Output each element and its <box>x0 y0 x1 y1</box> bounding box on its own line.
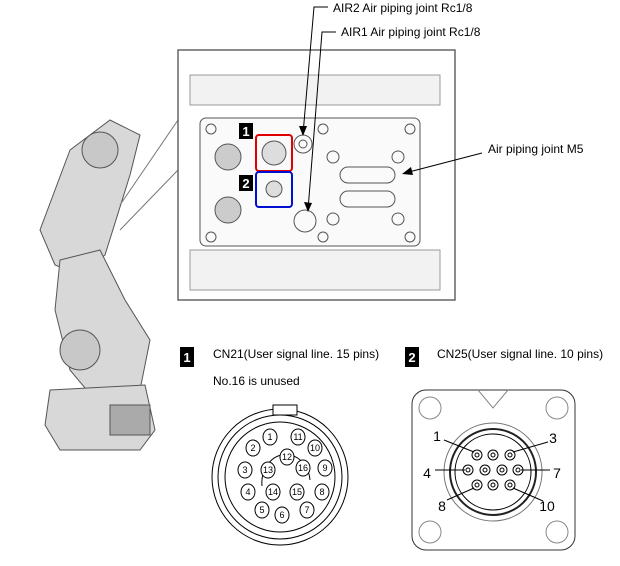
cn21-pin-number: 16 <box>298 463 308 473</box>
cn21-pin-number: 1 <box>267 432 272 442</box>
cn25-pin <box>490 482 496 488</box>
cn21-pin-number: 12 <box>282 452 292 462</box>
cn21-pin: 8 <box>314 483 330 501</box>
air1-callout-label: AIR1 Air piping joint Rc1/8 <box>341 25 481 39</box>
cn21-title: CN21(User signal line. 15 pins) <box>213 347 379 361</box>
cn25-pin-label-10: 10 <box>539 498 555 514</box>
cn25-pin-label-4: 4 <box>423 465 431 481</box>
cn21-pin: 13 <box>260 461 276 479</box>
cn21-pin: 4 <box>240 483 256 501</box>
cn25-pin <box>474 482 480 488</box>
svg-text:2: 2 <box>242 176 249 191</box>
cn21-pin: 14 <box>265 483 281 501</box>
cn21-pin-number: 5 <box>259 505 264 515</box>
svg-text:1: 1 <box>183 350 190 365</box>
cn21-pin: 5 <box>254 501 270 519</box>
cn21-pin: 9 <box>317 459 333 477</box>
cn21-pin: 3 <box>237 461 253 479</box>
robot-arm-illustration <box>39 119 156 451</box>
cn21-pin-number: 10 <box>310 443 320 453</box>
cn21-pin-number: 11 <box>293 432 302 442</box>
cn21-pin-number: 7 <box>304 505 309 515</box>
cn21-pin: 6 <box>274 506 290 524</box>
cn21-pin: 12 <box>279 448 295 466</box>
cn21-pin-number: 9 <box>322 463 327 473</box>
cn21-pin-number: 14 <box>268 487 278 497</box>
cn25-pin <box>482 467 488 473</box>
cn25-pin <box>474 452 480 458</box>
cn25-pin-label-1: 1 <box>433 428 441 444</box>
cn21-pin-number: 13 <box>263 465 273 475</box>
connector-panel-view: 1 2 <box>177 49 456 301</box>
cn25-pin <box>515 467 521 473</box>
m5-callout-label: Air piping joint M5 <box>488 142 584 156</box>
cn25-pin-label-3: 3 <box>549 430 557 446</box>
cn21-badge <box>180 347 194 367</box>
cn21-pin: 11 <box>290 428 306 446</box>
cn25-pin-leaders <box>435 439 550 502</box>
cn25-title: CN25(User signal line. 10 pins) <box>437 347 603 361</box>
cn21-pin-number: 6 <box>279 510 284 520</box>
cn21-pin-number: 8 <box>319 487 324 497</box>
cn21-pin-number: 3 <box>242 465 247 475</box>
cn25-pin <box>490 452 496 458</box>
cn21-pin: 1 <box>262 428 278 446</box>
cn21-pin: 2 <box>245 439 261 457</box>
cn21-pin: 15 <box>289 483 305 501</box>
air2-callout-label: AIR2 Air piping joint Rc1/8 <box>333 1 473 15</box>
callout-arrows <box>302 6 483 211</box>
cn25-highlight-box <box>255 171 293 208</box>
cn25-pin <box>507 482 513 488</box>
cn21-pin: 16 <box>295 459 311 477</box>
badge-1 <box>239 123 253 139</box>
cn21-pin-number: 2 <box>250 443 255 453</box>
cn21-pin-number: 4 <box>245 487 250 497</box>
cn25-pin <box>465 467 471 473</box>
cn25-pin-label-7: 7 <box>553 465 561 481</box>
cn21-pin: 7 <box>299 501 315 519</box>
cn25-pin <box>507 452 513 458</box>
cn25-connector-face <box>411 389 576 551</box>
svg-text:1: 1 <box>242 124 249 139</box>
zoom-leader <box>119 119 179 231</box>
cn25-pins <box>462 449 524 491</box>
cn25-pin <box>499 467 505 473</box>
cn21-pin-number: 15 <box>292 487 302 497</box>
cn25-pin-label-8: 8 <box>438 498 446 514</box>
cn21-note: No.16 is unused <box>213 374 300 388</box>
svg-text:2: 2 <box>408 350 415 365</box>
cn25-badge <box>405 347 419 367</box>
cn21-pin: 10 <box>307 439 323 457</box>
badge-2 <box>239 175 253 191</box>
